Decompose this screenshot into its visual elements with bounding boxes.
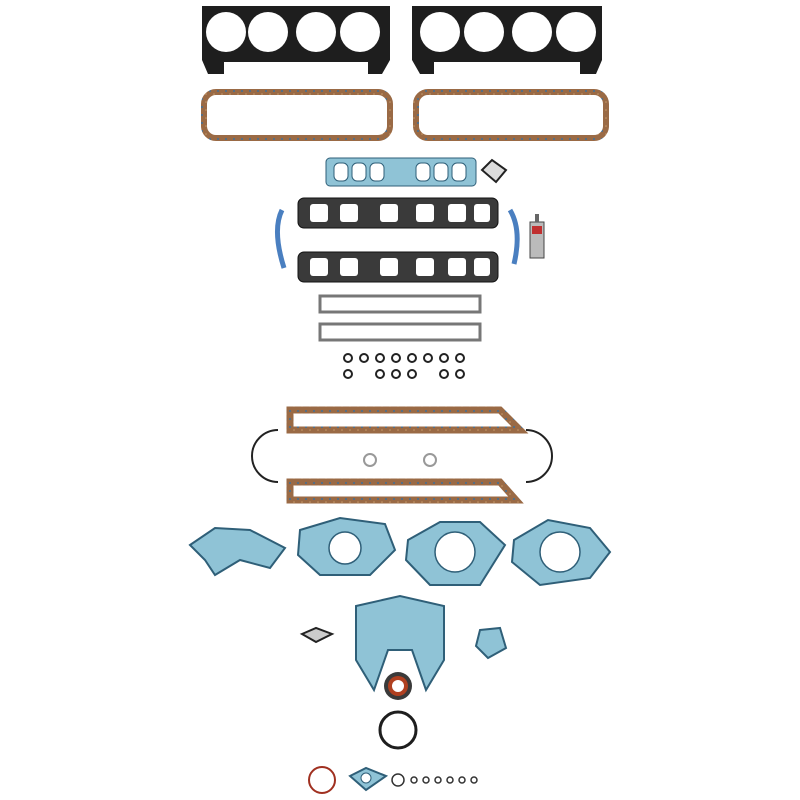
cylinder-head-gasket-left <box>202 6 390 74</box>
intake-manifold-gasket-upper <box>297 197 499 229</box>
sealant-tube <box>529 214 545 259</box>
valve-stem-seals <box>343 353 465 379</box>
exhaust-gasket-lower <box>318 322 482 342</box>
thermostat-gasket-small <box>299 626 335 644</box>
cylinder-head-gasket-right <box>412 6 602 74</box>
small-o-rings <box>391 773 478 787</box>
front-crank-seal <box>384 672 412 700</box>
intake-end-seal-left <box>275 208 287 269</box>
distributor-o-ring <box>378 710 418 750</box>
intake-manifold-gasket-lower <box>297 251 499 283</box>
intake-plenum-gasket <box>325 157 477 187</box>
o-ring-red <box>308 766 336 794</box>
fuel-pump-gasket <box>474 626 508 660</box>
oil-pan-gasket-upper <box>286 406 529 434</box>
drain-plug-gasket-right <box>423 453 437 467</box>
timing-cover-gasket <box>355 594 445 693</box>
intake-end-seal-right <box>507 208 520 265</box>
valve-cover-gasket-left <box>201 89 393 141</box>
valve-cover-gasket-right <box>413 89 609 141</box>
drain-plug-gasket-left <box>363 453 377 467</box>
exhaust-gasket-upper <box>318 294 482 314</box>
water-pump-gasket-1 <box>188 526 287 577</box>
thermostat-housing-gasket <box>348 766 389 792</box>
egr-gasket <box>480 158 508 184</box>
oil-pan-gasket-lower <box>286 478 524 504</box>
rear-main-seal-left <box>251 429 279 483</box>
rear-main-seal-right <box>525 429 553 483</box>
